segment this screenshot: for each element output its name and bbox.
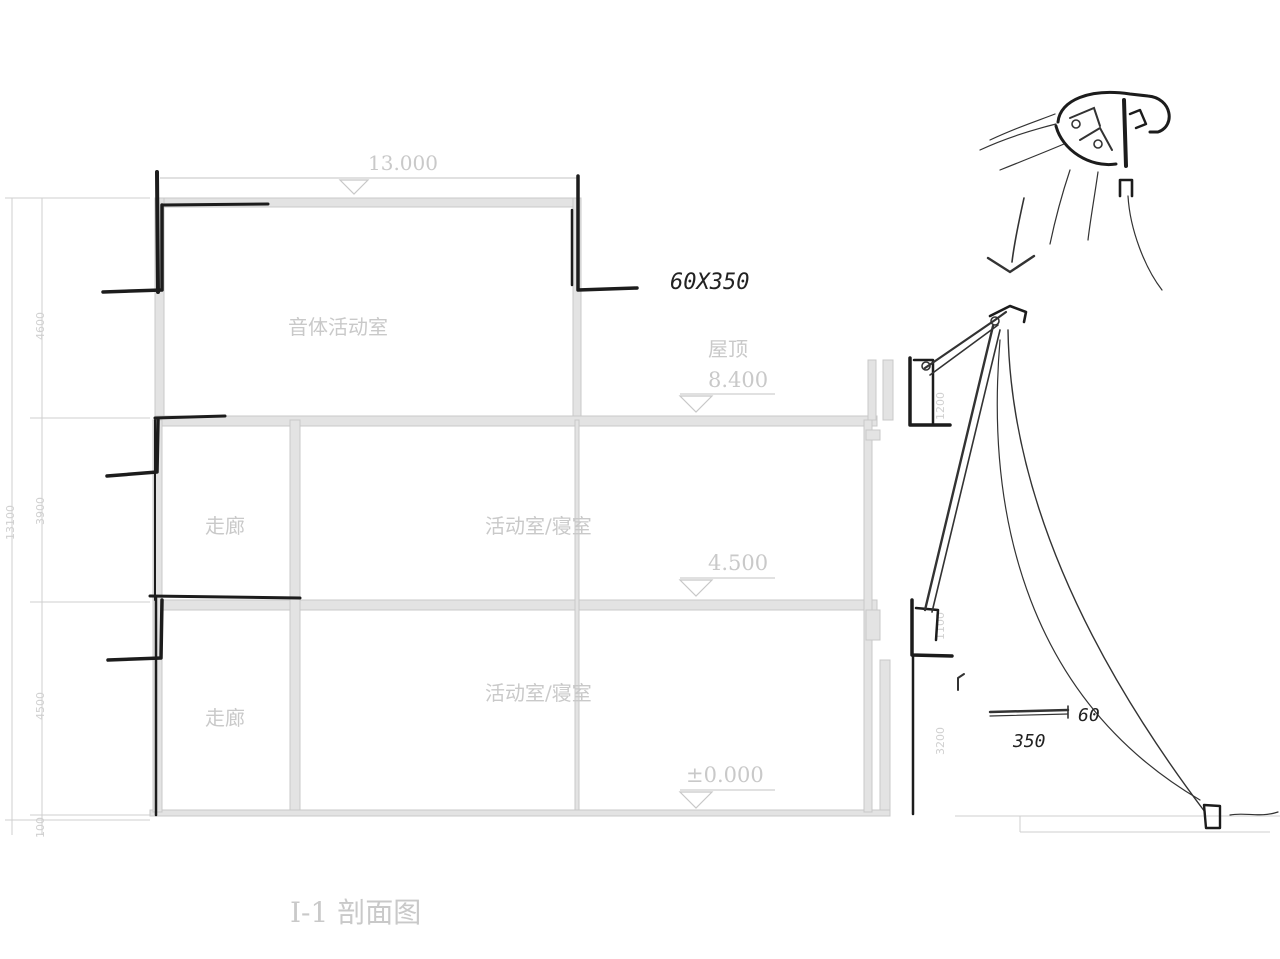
small-dim-3200: 3200	[934, 727, 947, 755]
room-label-top: 音体活动室	[288, 315, 388, 339]
rotation-mechanism-sketch	[979, 90, 1171, 291]
louver-detail-sketch	[988, 705, 1070, 719]
dim-mid-height: 3900	[34, 497, 47, 525]
drawing-title: I-1 剖面图	[290, 896, 421, 929]
dim-base-height: 100	[34, 817, 47, 838]
ink-louver-right	[908, 356, 965, 816]
level-second-floor: 4.500	[708, 551, 768, 575]
detail-350-note: 350	[1012, 731, 1046, 752]
ink-louver-left	[101, 170, 302, 817]
room-label-low-corridor: 走廊	[205, 706, 245, 730]
dim-total-height: 13100	[4, 505, 17, 540]
roof-label: 屋顶	[708, 337, 748, 361]
dim-low-height: 4500	[34, 692, 47, 720]
room-label-mid-room: 活动室/寝室	[485, 514, 592, 538]
louver-size-note: 60X350	[670, 270, 749, 295]
vertical-dimension-chain	[5, 197, 150, 835]
dim-top-height: 4600	[34, 312, 47, 340]
ink-louver-mid	[570, 174, 639, 292]
room-label-mid-corridor: 走廊	[205, 514, 245, 538]
level-ground: ±0.000	[686, 763, 764, 787]
top-width-dimension: 13.000	[368, 151, 438, 175]
room-label-low-room: 活动室/寝室	[485, 681, 592, 705]
building-section	[149, 177, 1280, 833]
small-dim-1200: 1200	[934, 392, 947, 420]
rotation-arm-sketch	[921, 304, 1279, 830]
level-roof: 8.400	[708, 368, 768, 392]
detail-60-note: 60	[1078, 705, 1100, 726]
